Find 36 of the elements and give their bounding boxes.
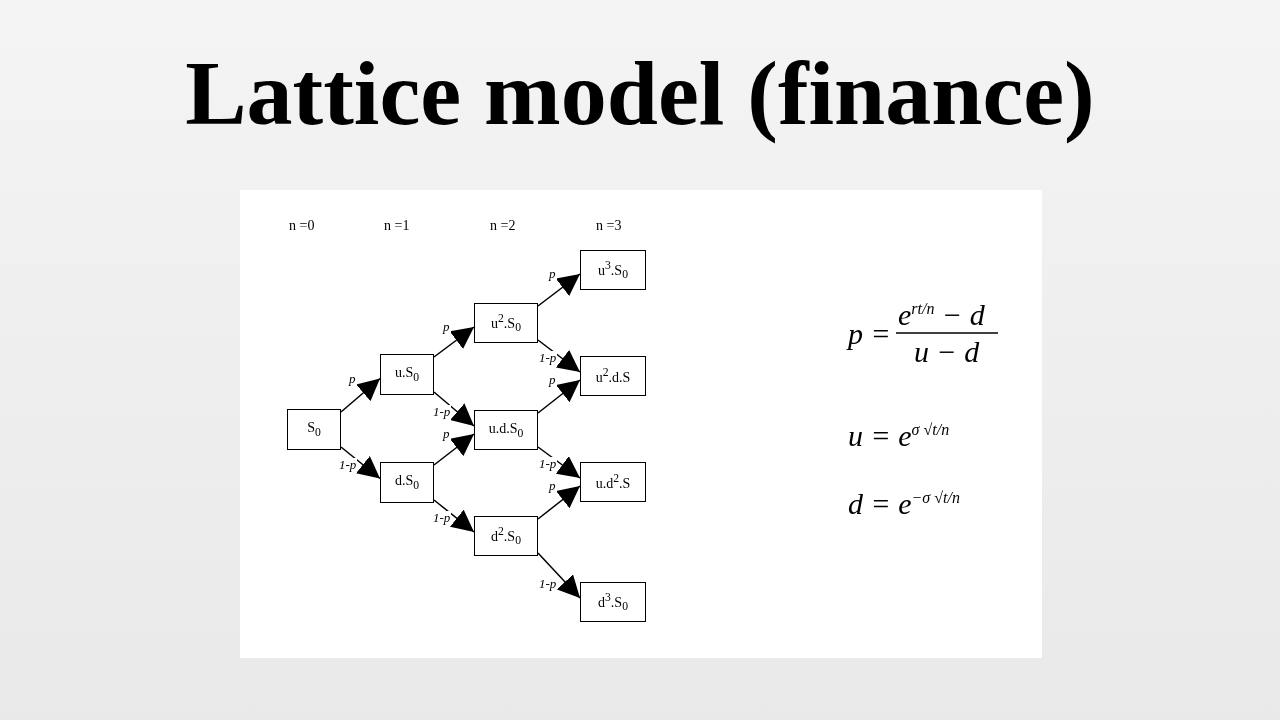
state-value: u$^{2}$.d.S xyxy=(595,366,631,386)
state-value: d$^{2}$.S$_{0}$ xyxy=(491,524,521,548)
step-label: n =1 xyxy=(384,218,410,234)
formula-text: u = e$^{σ √t/n}$ xyxy=(848,418,950,452)
step-label: n =2 xyxy=(490,218,516,234)
state-value: d.S$_{0}$ xyxy=(394,473,420,492)
state-box xyxy=(380,354,434,395)
state-value: u.d$^{2}$.S xyxy=(595,472,631,492)
state-box xyxy=(474,516,538,556)
step-label: n =0 xyxy=(289,218,315,234)
state-value: u$^{3}$.S$_{0}$ xyxy=(598,258,628,282)
state-box xyxy=(580,250,646,290)
step-label: n =3 xyxy=(596,218,622,234)
state-box xyxy=(580,582,646,622)
formula-numerator: e$^{rt/n}$ − d xyxy=(898,297,985,331)
formula-denominator: u − d xyxy=(914,336,980,368)
state-box xyxy=(580,356,646,396)
state-value: d$^{3}$.S$_{0}$ xyxy=(598,590,628,614)
edge-label: 1-p xyxy=(338,457,358,471)
state-value: u$^{2}$.S$_{0}$ xyxy=(491,311,521,335)
state-value: S$_{0}$ xyxy=(307,420,321,439)
formula-text: d = e$^{−σ √t/n}$ xyxy=(848,486,960,520)
state-box xyxy=(580,462,646,502)
state-box xyxy=(474,303,538,343)
formula-text: p = xyxy=(848,318,891,350)
edge-label: 1-p xyxy=(432,405,452,418)
state-box xyxy=(380,462,434,503)
state-value: u.S$_{0}$ xyxy=(394,365,420,384)
state-box xyxy=(287,409,341,450)
state-value: u.d.S$_{0}$ xyxy=(488,420,524,440)
title: Lattice model (finance) xyxy=(184,41,1096,146)
edge-label: 1-p xyxy=(538,351,558,364)
state-box xyxy=(474,410,538,450)
edge-label: 1-p xyxy=(538,457,558,470)
edge-label: 1-p xyxy=(538,577,558,590)
edge-label: 1-p xyxy=(432,511,452,524)
